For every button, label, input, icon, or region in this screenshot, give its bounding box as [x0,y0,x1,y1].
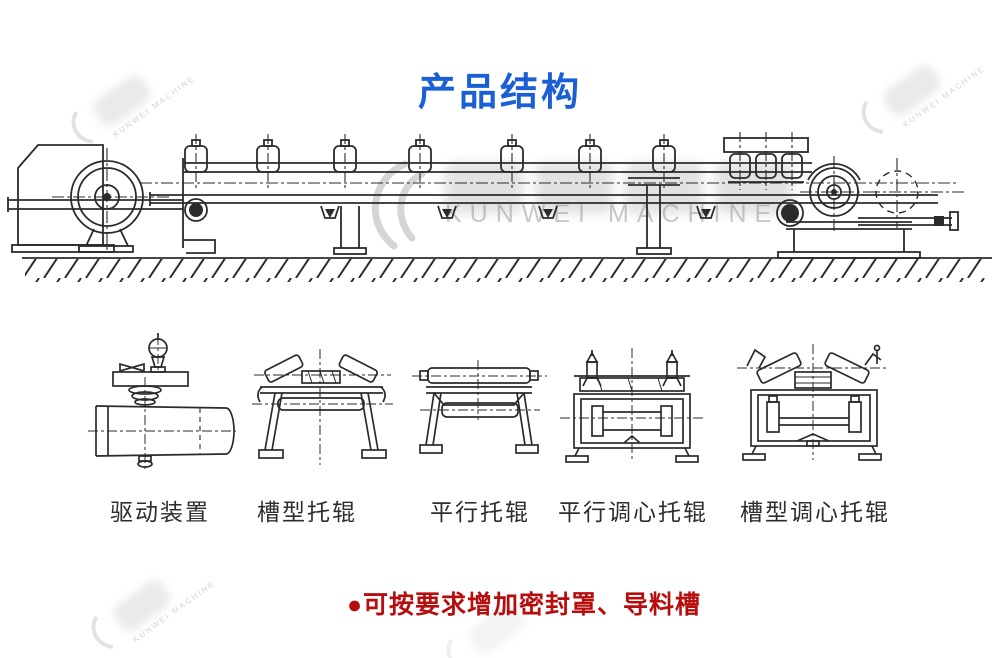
tail-pulley [800,156,870,232]
component-label-trough-self-aligning-idler: 槽型调心托辊 [740,499,890,525]
carrier-idlers [184,134,676,190]
tail-stand [777,221,921,259]
figure-drive-unit [88,333,236,469]
note-text: ●可按要求增加密封罩、导料槽 [346,591,702,619]
support-legs [333,177,921,259]
return-rollers [184,198,804,227]
takeup-phantom-pulley [858,158,965,231]
figure-parallel-idler [412,360,547,454]
ground-line [22,257,992,282]
drive-pulley [52,148,170,253]
conveyor-assembly-drawing [7,132,992,282]
page-title: 产品结构 [417,72,582,115]
component-label-parallel-self-aligning-idler: 平行调心托辊 [558,499,708,525]
component-label-parallel-idler: 平行托辊 [430,499,530,525]
component-label-trough-idler: 槽型托辊 [257,499,357,525]
conveyor-frame [140,158,958,254]
pedestal-leg [628,177,680,255]
figure-trough-idler [252,349,393,465]
impact-idler-group [723,132,809,190]
figure-trough-self-aligning-idler [737,344,887,461]
figure-parallel-self-aligning-idler [560,348,704,463]
watermark-corner: KUNWEI MACHINE [71,532,250,658]
component-label-drive-unit: 驱动装置 [110,499,210,525]
